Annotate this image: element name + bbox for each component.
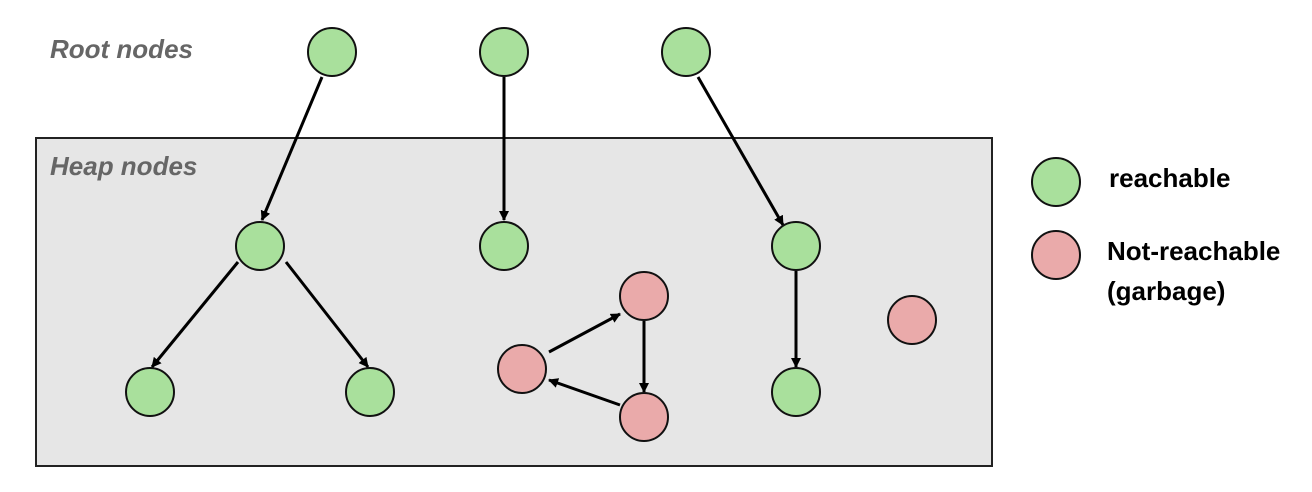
root-node-2	[479, 27, 529, 77]
garbage-node-top	[619, 271, 669, 321]
legend-reachable-swatch	[1031, 157, 1081, 207]
garbage-node-bottom	[619, 392, 669, 442]
edge-root1-to-heap-a	[260, 76, 324, 221]
legend-reachable-label: reachable	[1109, 163, 1230, 193]
edge-garbage-bottom-to-left	[548, 378, 621, 407]
heap-leaf-left	[125, 367, 175, 417]
garbage-node-left	[497, 344, 547, 394]
root-nodes-label: Root nodes	[50, 34, 193, 64]
heap-node-a	[235, 221, 285, 271]
heap-node-c	[771, 221, 821, 271]
garbage-node-isolated	[887, 295, 937, 345]
root-node-1	[307, 27, 357, 77]
legend-garbage-label-line2: (garbage)	[1107, 276, 1225, 306]
legend-garbage-label-line1: Not-reachable	[1107, 236, 1280, 266]
edge-heap-a-to-leaf-left	[150, 261, 240, 368]
edge-root3-to-heap-c	[696, 76, 785, 226]
edge-garbage-left-to-top	[548, 312, 621, 354]
heap-leaf-c	[771, 367, 821, 417]
heap-area	[35, 137, 993, 467]
heap-nodes-label: Heap nodes	[50, 151, 197, 181]
root-node-3	[661, 27, 711, 77]
edge-heap-a-to-leaf-right	[284, 261, 370, 368]
heap-leaf-right	[345, 367, 395, 417]
legend-garbage-swatch	[1031, 230, 1081, 280]
heap-node-b	[479, 221, 529, 271]
